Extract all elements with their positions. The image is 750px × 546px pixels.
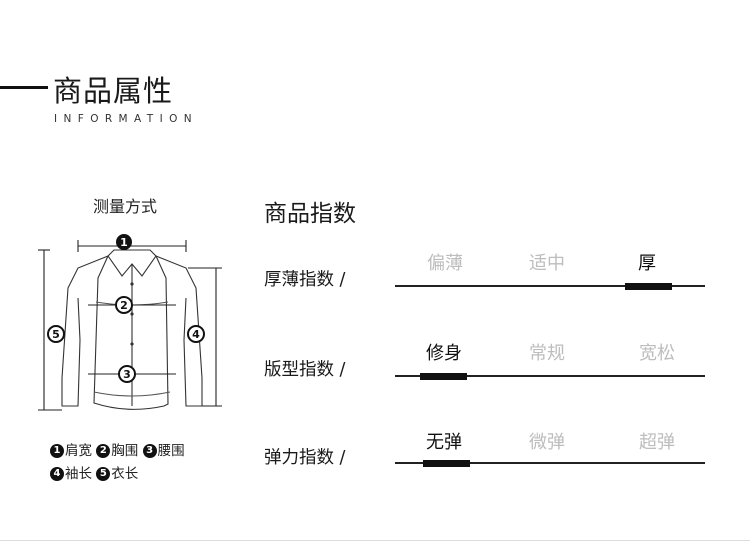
elasticity-track [395,462,705,464]
section-subtitle: INFORMATION [54,113,199,125]
elasticity-label: 弹力指数 / [264,448,346,468]
marker-4: 4 [187,325,205,343]
thickness-option-thin: 偏薄 [427,253,463,274]
thickness-label: 厚薄指数 / [264,270,346,290]
svg-text:4: 4 [192,328,200,341]
elasticity-option-none: 无弹 [426,432,462,453]
shirt-outline [61,255,203,410]
thickness-option-thick: 厚 [638,253,656,274]
elasticity-marker [423,460,470,467]
thickness-option-medium: 适中 [529,253,565,274]
svg-text:3: 3 [123,368,131,381]
fit-track [395,375,705,377]
measure-title: 测量方式 [92,197,157,216]
fit-option-regular: 常规 [529,343,565,364]
marker-5: 5 [47,325,65,343]
svg-text:1: 1 [120,236,128,249]
marker-1: 1 [116,234,132,250]
index-title: 商品指数 [264,201,356,227]
marker-2: 2 [115,296,133,314]
bottom-divider [0,540,750,541]
header-rule [0,86,48,89]
fit-option-slim: 修身 [426,343,462,364]
shirt-collar [107,249,157,277]
marker-3: 3 [118,365,136,383]
thickness-track [395,285,705,287]
section-title: 商品属性 [53,74,174,108]
fit-label: 版型指数 / [264,360,346,380]
svg-text:2: 2 [120,299,128,312]
elasticity-option-high: 超弹 [639,432,675,453]
shirt-diagram: 1 2 3 4 5 [38,234,222,411]
svg-text:5: 5 [52,328,60,341]
fit-option-loose: 宽松 [639,343,675,364]
thickness-marker [625,283,672,290]
elasticity-option-slight: 微弹 [529,432,565,453]
fit-marker [420,373,467,380]
